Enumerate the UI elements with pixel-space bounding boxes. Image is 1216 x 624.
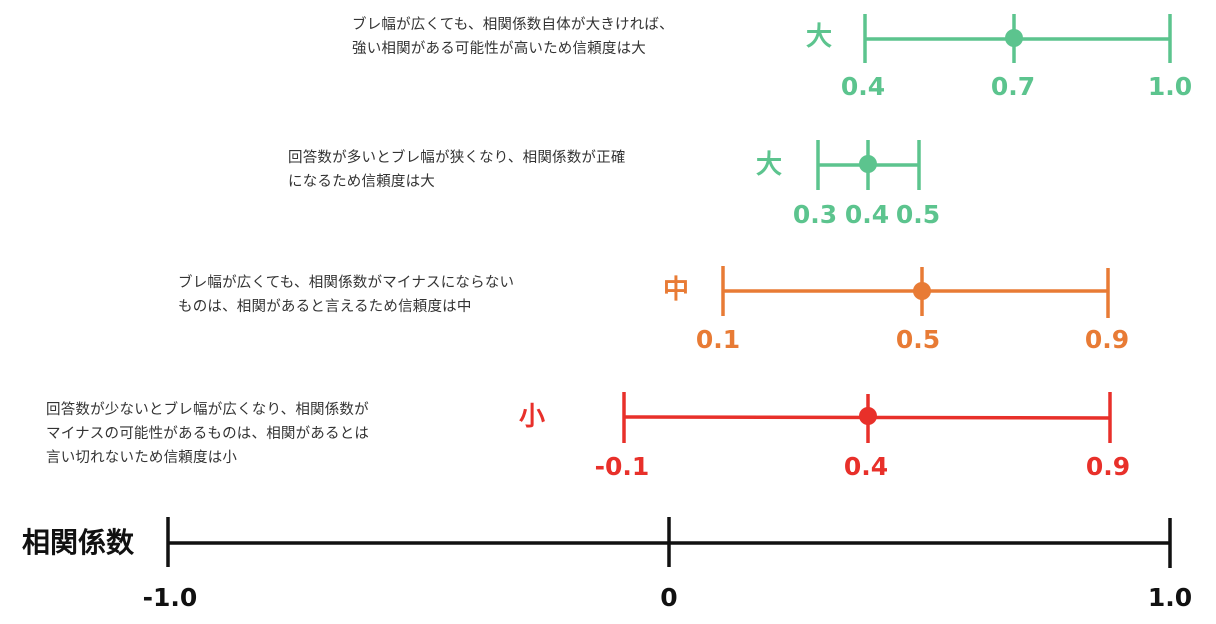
- row-2-level-label: 大: [756, 150, 783, 180]
- axis-tick-max: 1.0: [1147, 583, 1193, 612]
- row-3-lower-label: 0.1: [695, 325, 741, 354]
- row-1-interval: [863, 14, 1172, 63]
- row-3-note: ブレ幅が広くても、相関係数がマイナスにならない ものは、相関があると言えるため信…: [178, 275, 515, 315]
- row-3-upper-label: 0.9: [1084, 325, 1130, 354]
- axis-tick-min: -1.0: [142, 583, 198, 612]
- row-3-point-label: 0.5: [895, 325, 941, 354]
- row-1-upper-label: 1.0: [1147, 72, 1193, 101]
- row-2-interval: [816, 140, 921, 190]
- row-2-point-label: 0.4: [844, 200, 890, 229]
- row-3-level-label: 中: [663, 275, 690, 305]
- row-4-note: 回答数が少ないとブレ幅が広くなり、相関係数が マイナスの可能性があるものは、相関…: [46, 402, 370, 466]
- row-1-point-label: 0.7: [990, 72, 1036, 101]
- row-1-lower-label: 0.4: [840, 72, 886, 101]
- axis-title: 相関係数: [22, 526, 135, 559]
- row-3-interval: [721, 266, 1110, 318]
- row-4-level-label: 小: [519, 402, 546, 432]
- correlation-axis: [166, 517, 1172, 568]
- row-2-lower-label: 0.3: [792, 200, 838, 229]
- row-1-level-label: 大: [806, 22, 833, 52]
- row-2-upper-label: 0.5: [895, 200, 941, 229]
- row-4-lower-label: -0.1: [594, 452, 650, 481]
- row-1-note: ブレ幅が広くても、相関係数自体が大きければ、 強い相関がある可能性が高いため信頼…: [352, 17, 674, 57]
- row-4-interval: [622, 392, 1112, 443]
- row-4-upper-label: 0.9: [1085, 452, 1131, 481]
- row-4-point-label: 0.4: [843, 452, 889, 481]
- row-2-note: 回答数が多いとブレ幅が狭くなり、相関係数が正確 になるため信頼度は大: [288, 150, 626, 190]
- axis-tick-zero: 0: [660, 583, 678, 612]
